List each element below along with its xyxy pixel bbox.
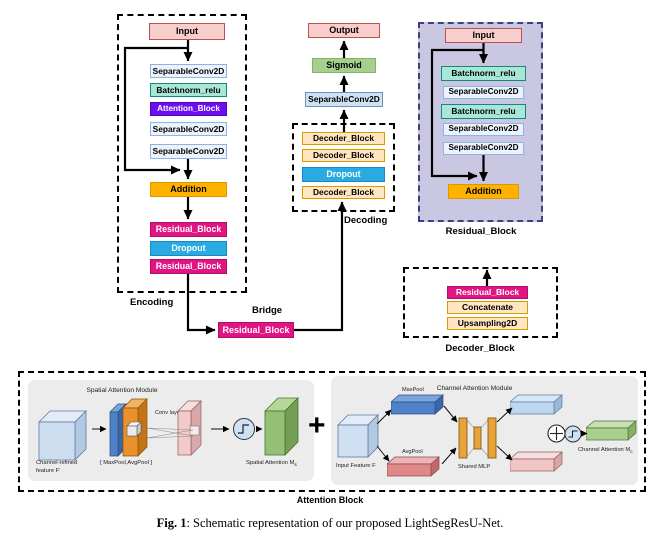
decoder-detail-residual-box: Residual_Block <box>447 286 528 299</box>
spatial-module-title: Spatial Attention Module <box>86 387 158 394</box>
input-feature-cube <box>337 414 379 458</box>
decoder-block-box-3: Decoder_Block <box>302 186 385 199</box>
spatial-input-label-line1: Channel-refined <box>36 460 78 466</box>
caption-fig-number: Fig. 1 <box>156 516 187 530</box>
channel-output-label: Channel Attention Mc <box>578 447 633 456</box>
channel-refined-feature-cube <box>38 410 87 461</box>
sigmoid-box: Sigmoid <box>312 58 376 73</box>
encoding-section-label: Encoding <box>130 297 174 308</box>
decoder-detail-upsampling-box: Upsampling2D <box>447 317 528 330</box>
encoding-dashed-box <box>117 14 247 293</box>
spatial-attention-output-slab <box>264 397 299 456</box>
bridge-residual-box: Residual_Block <box>218 322 294 338</box>
plus-sign: + <box>308 409 326 442</box>
decoder-detail-dashed-box <box>403 267 558 338</box>
residual-detail-input-box: Input <box>445 28 522 43</box>
avgpool-slab <box>387 456 440 477</box>
spatial-output-label: Spatial Attention Ms <box>246 460 297 469</box>
avgpool-label: AvgPool <box>402 449 423 455</box>
residual-detail-sepconv-box-3: SeparableConv2D <box>443 142 524 155</box>
spatial-pool-label: [ MaxPool,AvgPool ] <box>100 460 153 466</box>
residual-detail-sepconv-box-2: SeparableConv2D <box>443 123 524 136</box>
spatial-sigmoid-circle-icon <box>233 418 255 440</box>
decoding-section-label: Decoding <box>344 215 388 226</box>
shared-mlp-label: Shared MLP <box>458 464 491 470</box>
residual-detail-addition-box: Addition <box>448 184 519 199</box>
encoder-batchnorm-box: Batchnorm_relu <box>150 83 227 97</box>
channel-input-label: Input Feature F <box>336 463 376 469</box>
encoder-residual-box-1: Residual_Block <box>150 222 227 237</box>
channel-avgpool-output-slab <box>510 451 563 472</box>
channel-maxpool-output-slab <box>510 394 563 415</box>
maxpool-slab <box>391 394 444 415</box>
maxpool-label: MaxPool <box>402 387 424 393</box>
spatial-input-label-line2: feature F' <box>36 467 61 474</box>
attention-block-dashed-box <box>18 371 646 492</box>
channel-attention-output-slab <box>586 420 637 441</box>
residual-detail-sepconv-box-1: SeparableConv2D <box>443 86 524 99</box>
encoder-sepconv-box-1: SeparableConv2D <box>150 64 227 78</box>
decoder-dropout-box: Dropout <box>302 167 385 182</box>
decoder-sepconv-box: SeparableConv2D <box>305 92 383 107</box>
residual-detail-batchnorm-box-1: Batchnorm_relu <box>441 66 526 81</box>
channel-sigmoid-circle-icon <box>564 425 582 443</box>
encoder-attention-block-box: Attention_Block <box>150 102 227 116</box>
residual-detail-section-label: Residual_Block <box>445 226 517 237</box>
figure-caption: Fig. 1: Schematic representation of our … <box>0 516 660 531</box>
residual-detail-batchnorm-box-2: Batchnorm_relu <box>441 104 526 119</box>
encoder-input-box: Input <box>149 23 225 40</box>
decoder-block-box-2: Decoder_Block <box>302 149 385 162</box>
conv-output-slab <box>177 400 202 456</box>
encoder-addition-box: Addition <box>150 182 227 197</box>
encoder-residual-box-2: Residual_Block <box>150 259 227 274</box>
channel-module-title: Channel Attention Module <box>436 385 513 392</box>
bridge-section-label: Bridge <box>252 305 283 316</box>
attention-block-section-label: Attention Block <box>296 495 364 505</box>
output-box: Output <box>308 23 380 38</box>
decoder-detail-section-label: Decoder_Block <box>445 343 515 354</box>
shared-mlp-icon <box>458 417 497 459</box>
decoder-block-box-1: Decoder_Block <box>302 132 385 145</box>
encoder-sepconv-box-3: SeparableConv2D <box>150 144 227 159</box>
decoder-detail-concatenate-box: Concatenate <box>447 301 528 314</box>
caption-text: : Schematic representation of our propos… <box>186 516 504 530</box>
spatial-conv-layer-label: Conv layer <box>155 410 182 416</box>
encoder-sepconv-box-2: SeparableConv2D <box>150 122 227 136</box>
encoder-dropout-box: Dropout <box>150 241 227 256</box>
maxpool-avgpool-layers <box>109 398 148 457</box>
